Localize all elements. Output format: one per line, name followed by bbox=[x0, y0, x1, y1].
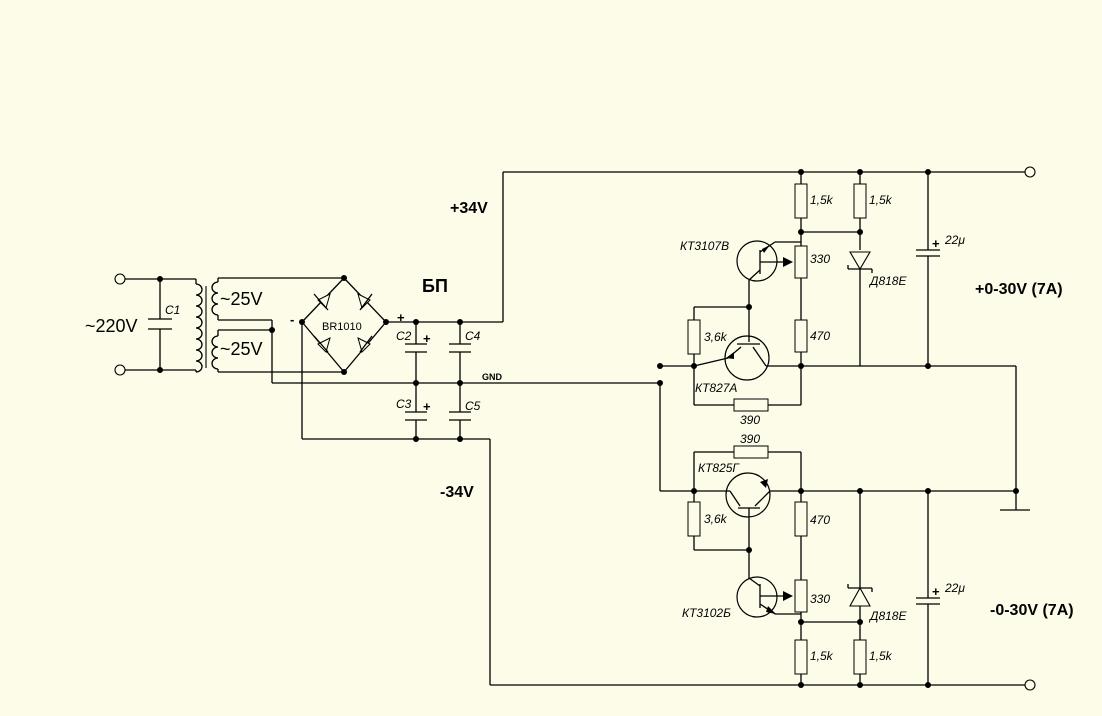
pot-lower-label: 330 bbox=[810, 592, 830, 606]
output-pos-label: +0-30V (7A) bbox=[975, 281, 1063, 298]
c4-label: C4 bbox=[465, 329, 481, 343]
rail-pos-label: +34V bbox=[450, 200, 488, 217]
c5-label: C5 bbox=[465, 399, 481, 413]
mains-voltage-label: ~220V bbox=[85, 316, 138, 336]
bridge-rectifier: BR1010 + - bbox=[290, 275, 405, 375]
zener-upper-label: Д818Е bbox=[868, 274, 907, 288]
pot-upper-label: 330 bbox=[810, 252, 830, 266]
c3-polarity: + bbox=[423, 399, 431, 414]
psu-label: БП bbox=[422, 276, 448, 296]
bridge-minus: - bbox=[290, 312, 294, 327]
cap-out-neg-label: 22μ bbox=[944, 581, 965, 595]
q2-upper-label: КТ827А bbox=[695, 381, 737, 395]
c3-label: C3 bbox=[396, 397, 412, 411]
r-lower-top-label: 390 bbox=[740, 432, 760, 446]
r-lower-mid-label: 470 bbox=[810, 513, 830, 527]
mains-input: C1 ~220V bbox=[85, 273, 196, 376]
r-lower-base-label: 3,6k bbox=[704, 512, 728, 526]
lower-regulator: 390 КТ825Г 3,6k 470 bbox=[660, 432, 1036, 691]
mains-terminal-bottom[interactable] bbox=[114, 364, 126, 376]
q1-lower-label: КТ3102Б bbox=[682, 606, 731, 620]
output-neg-label: -0-30V (7A) bbox=[990, 602, 1074, 619]
cap-out-neg-polarity: + bbox=[932, 584, 940, 599]
r-upper-top-right-label: 1,5k bbox=[869, 193, 893, 207]
mains-terminal-top[interactable] bbox=[114, 273, 126, 285]
transformer: ~25V ~25V bbox=[195, 277, 344, 373]
zener-lower-label: Д818Е bbox=[868, 609, 907, 623]
upper-regulator: 1,5k 1,5k Д818Е 330 470 КТ3 bbox=[657, 166, 1036, 427]
q1-upper-label: КТ3107В bbox=[680, 239, 729, 253]
cap-out-pos-polarity: + bbox=[932, 236, 940, 251]
output-neg-terminal[interactable] bbox=[1024, 679, 1036, 691]
q2-lower-label: КТ825Г bbox=[698, 461, 740, 475]
filter-caps: C2 + C4 C3 + C5 bbox=[396, 319, 481, 442]
secondary-bottom-label: ~25V bbox=[220, 339, 263, 359]
cap-out-pos-label: 22μ bbox=[944, 233, 965, 247]
secondary-top-label: ~25V bbox=[220, 289, 263, 309]
output-pos-terminal[interactable] bbox=[1024, 166, 1036, 178]
r-lower-bot-left-label: 1,5k bbox=[810, 649, 834, 663]
r-upper-bottom-label: 390 bbox=[740, 413, 760, 427]
r-upper-top-left-label: 1,5k bbox=[810, 193, 834, 207]
c1-label: C1 bbox=[165, 303, 180, 317]
r-upper-base-label: 3,6k bbox=[704, 330, 728, 344]
c2-label: C2 bbox=[396, 329, 412, 343]
r-upper-mid-label: 470 bbox=[810, 329, 830, 343]
bridge-label: BR1010 bbox=[322, 321, 362, 333]
r-lower-bot-right-label: 1,5k bbox=[869, 649, 893, 663]
gnd-label: GND bbox=[482, 372, 503, 382]
bridge-plus: + bbox=[397, 310, 405, 325]
c2-polarity: + bbox=[423, 331, 431, 346]
rail-neg-label: -34V bbox=[440, 484, 474, 501]
